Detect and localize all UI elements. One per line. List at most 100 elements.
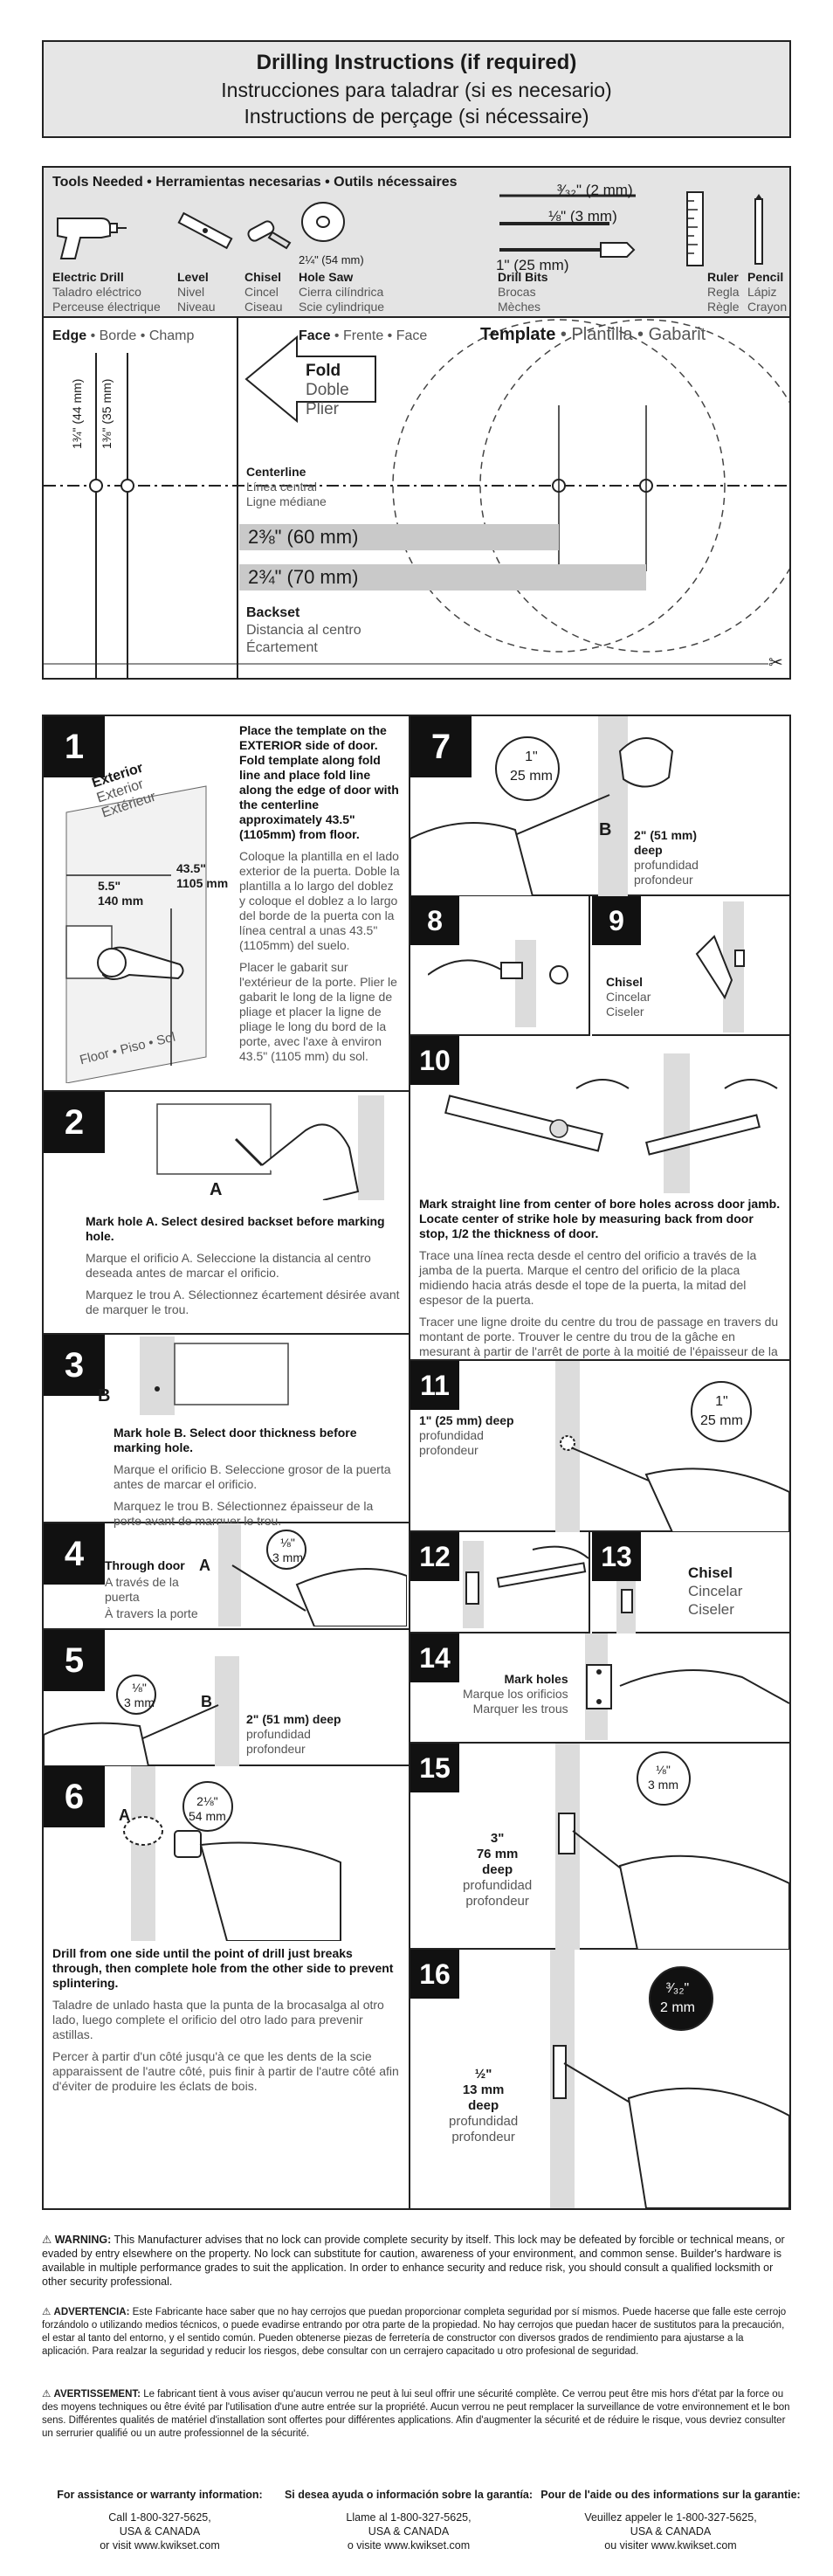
warning-en-label: WARNING: xyxy=(54,2234,112,2246)
step-5-depth-en: 2" (51 mm) deep xyxy=(246,1712,341,1726)
step-16-size-mm: 2 mm xyxy=(660,2000,695,2015)
step-11-illustration xyxy=(555,1361,789,1532)
pencil-icon xyxy=(754,194,763,265)
step-11-size-in: 1" xyxy=(715,1394,728,1409)
backset-en: Backset xyxy=(246,605,300,620)
step-15-depth: 3" 76 mm deep profundidad profondeur xyxy=(463,1831,532,1910)
bit-size-25mm: 1" (25 mm) xyxy=(496,257,569,273)
step-11-depth-es: profundidad xyxy=(419,1428,484,1442)
tools-title: Tools Needed • Herramientas necesarias •… xyxy=(52,175,458,190)
step-5-illustration xyxy=(44,1656,239,1766)
step-1-m1: 5.5" 140 mm xyxy=(98,879,143,908)
step-5-label: B xyxy=(201,1693,212,1710)
step-13-es: Cincelar xyxy=(688,1583,743,1599)
step-5-size-mm: 3 mm xyxy=(124,1695,155,1709)
warning-es-text: Este Fabricante hace saber que no hay ce… xyxy=(42,2307,787,2357)
step-16-depth-es: profundidad xyxy=(449,2114,519,2129)
hole-saw-icon xyxy=(301,202,345,242)
bit-size-3mm: ⅛" (3 mm) xyxy=(548,208,617,224)
tool-drill-fr: Perceuse électrique xyxy=(52,300,161,314)
tool-hole-saw-fr: Scie cylindrique xyxy=(299,300,385,314)
contact-es-region: USA & CANADA xyxy=(368,2525,450,2538)
step-1-text: Place the template on the EXTERIOR side … xyxy=(239,723,402,1064)
title-es: Instrucciones para taladrar (si es neces… xyxy=(221,79,612,101)
tool-drill-bits-en: Drill Bits xyxy=(498,270,548,284)
step-1-m1-mm: 140 mm xyxy=(98,894,144,908)
step-14-en: Mark holes xyxy=(504,1672,568,1686)
step-7: 7 1" 25 mm B 2" (51 mm) deep profundidad… xyxy=(410,716,789,896)
step-2-en: Mark hole A. Select desired backset befo… xyxy=(86,1214,385,1243)
bit-size-2mm: ³⁄₃₂" (2 mm) xyxy=(557,182,633,198)
edge-label-alt: • Borde • Champ xyxy=(90,328,195,343)
step-14-illustration xyxy=(585,1633,789,1740)
step-6-label: A xyxy=(119,1806,130,1824)
step-6-es: Taladre de unlado hasta que la punta de … xyxy=(52,1998,384,2041)
tool-drill-bits: Drill Bits Brocas Mèches xyxy=(498,270,548,314)
step-15-depth-es: profundidad xyxy=(463,1878,533,1893)
template-area: ✂ Edge • Borde • Champ Face • Frente • F… xyxy=(44,318,789,680)
step-16-illustration xyxy=(550,1950,789,2208)
tool-ruler: Ruler Regla Règle xyxy=(707,270,740,314)
step-2-label: A xyxy=(210,1180,223,1199)
step-1-fr: Placer le gabarit sur l'extérieur de la … xyxy=(239,960,397,1063)
step-15: 15 ⅛" 3 mm 3" 76 mm deep profundidad pro… xyxy=(410,1744,789,1950)
step-10-number: 10 xyxy=(410,1036,459,1085)
step-3-text: Mark hole B. Select door thickness befor… xyxy=(114,1426,393,1529)
step-11-number: 11 xyxy=(410,1361,459,1410)
steps-panel: 1 Exterior Exterior Extérieur 5.5" 140 m… xyxy=(42,715,791,2210)
step-2-text: Mark hole A. Select desired backset befo… xyxy=(86,1214,400,1317)
step-7-depth-es: profundidad xyxy=(634,858,699,872)
template-drawing xyxy=(44,318,789,678)
step-15-depth-deep: deep xyxy=(482,1862,513,1877)
step-7-depth: 2" (51 mm) deep profundidad profondeur xyxy=(634,828,704,887)
ruler-icon xyxy=(686,191,704,266)
tools-template-panel: Tools Needed • Herramientas necesarias •… xyxy=(42,166,791,680)
step-15-depth-in: 3" xyxy=(490,1831,505,1846)
step-16-depth-fr: profondeur xyxy=(451,2130,515,2144)
contact-es-web[interactable]: o visite www.kwikset.com xyxy=(347,2539,471,2552)
step-8-illustration xyxy=(428,940,568,1027)
electric-drill-icon xyxy=(57,218,127,259)
step-6-en: Drill from one side until the point of d… xyxy=(52,1946,394,1990)
tool-chisel-fr: Ciseau xyxy=(244,300,283,314)
step-9-text: Chisel Cincelar Ciseler xyxy=(606,975,651,1019)
step-9-en: Chisel xyxy=(606,975,644,989)
tool-drill-bits-fr: Mèches xyxy=(498,300,541,314)
edge-label: Edge • Borde • Champ xyxy=(52,328,194,344)
title-box: Drilling Instructions (if required) Inst… xyxy=(42,40,791,138)
warning-es: ⚠ ADVERTENCIA: Este Fabricante hace sabe… xyxy=(42,2306,791,2358)
step-1-m1-in: 5.5" xyxy=(98,879,121,893)
face-label: Face • Frente • Face xyxy=(299,328,427,344)
edge-label-en: Edge xyxy=(52,328,87,343)
tool-hole-saw: 2¼" (54 mm) Hole Saw Cierra cilíndrica S… xyxy=(299,252,384,314)
contact-en-web[interactable]: or visit www.kwikset.com xyxy=(100,2539,220,2552)
step-4-size-in: ⅛" xyxy=(280,1536,295,1550)
tool-chisel: Chisel Cincel Ciseau xyxy=(244,270,283,314)
warning-icon: ⚠ xyxy=(42,2307,52,2317)
tool-chisel-es: Cincel xyxy=(244,285,279,299)
step-15-depth-mm: 76 mm xyxy=(476,1847,519,1861)
contact-fr-web[interactable]: ou visiter www.kwikset.com xyxy=(604,2539,737,2552)
step-1-es: Coloque la plantilla en el lado exterior… xyxy=(239,849,400,952)
template-label-en: Template xyxy=(480,325,556,344)
fold-es: Doble xyxy=(306,381,349,399)
step-16-depth-in: ½" xyxy=(474,2067,492,2082)
warning-fr: ⚠ AVERTISSEMENT: Le fabricant tient à vo… xyxy=(42,2388,791,2441)
step-5-size: ⅛" 3 mm xyxy=(124,1681,155,1710)
tool-ruler-en: Ruler xyxy=(707,270,739,284)
step-3-en: Mark hole B. Select door thickness befor… xyxy=(114,1426,357,1454)
step-6-text: Drill from one side until the point of d… xyxy=(52,1946,400,2094)
step-1-number: 1 xyxy=(44,716,105,777)
warning-fr-text: Le fabricant tient à vous aviser qu'aucu… xyxy=(42,2389,790,2439)
step-10-text: Mark straight line from center of bore h… xyxy=(419,1197,781,1374)
tool-ruler-fr: Règle xyxy=(707,300,740,314)
step-10-es: Trace una línea recta desde el centro de… xyxy=(419,1248,757,1307)
centerline-en: Centerline xyxy=(246,465,306,479)
step-2-illustration xyxy=(156,1095,384,1200)
step-14: 14 Mark holes Marque los orificios Marqu… xyxy=(410,1633,789,1744)
contact-en: For assistance or warranty information: … xyxy=(42,2488,278,2552)
step-7-size-mm: 25 mm xyxy=(510,769,553,784)
tool-drill-en: Electric Drill xyxy=(52,270,124,284)
tool-level-es: Nivel xyxy=(177,285,205,299)
step-2-es: Marque el orificio A. Seleccione la dist… xyxy=(86,1251,371,1280)
